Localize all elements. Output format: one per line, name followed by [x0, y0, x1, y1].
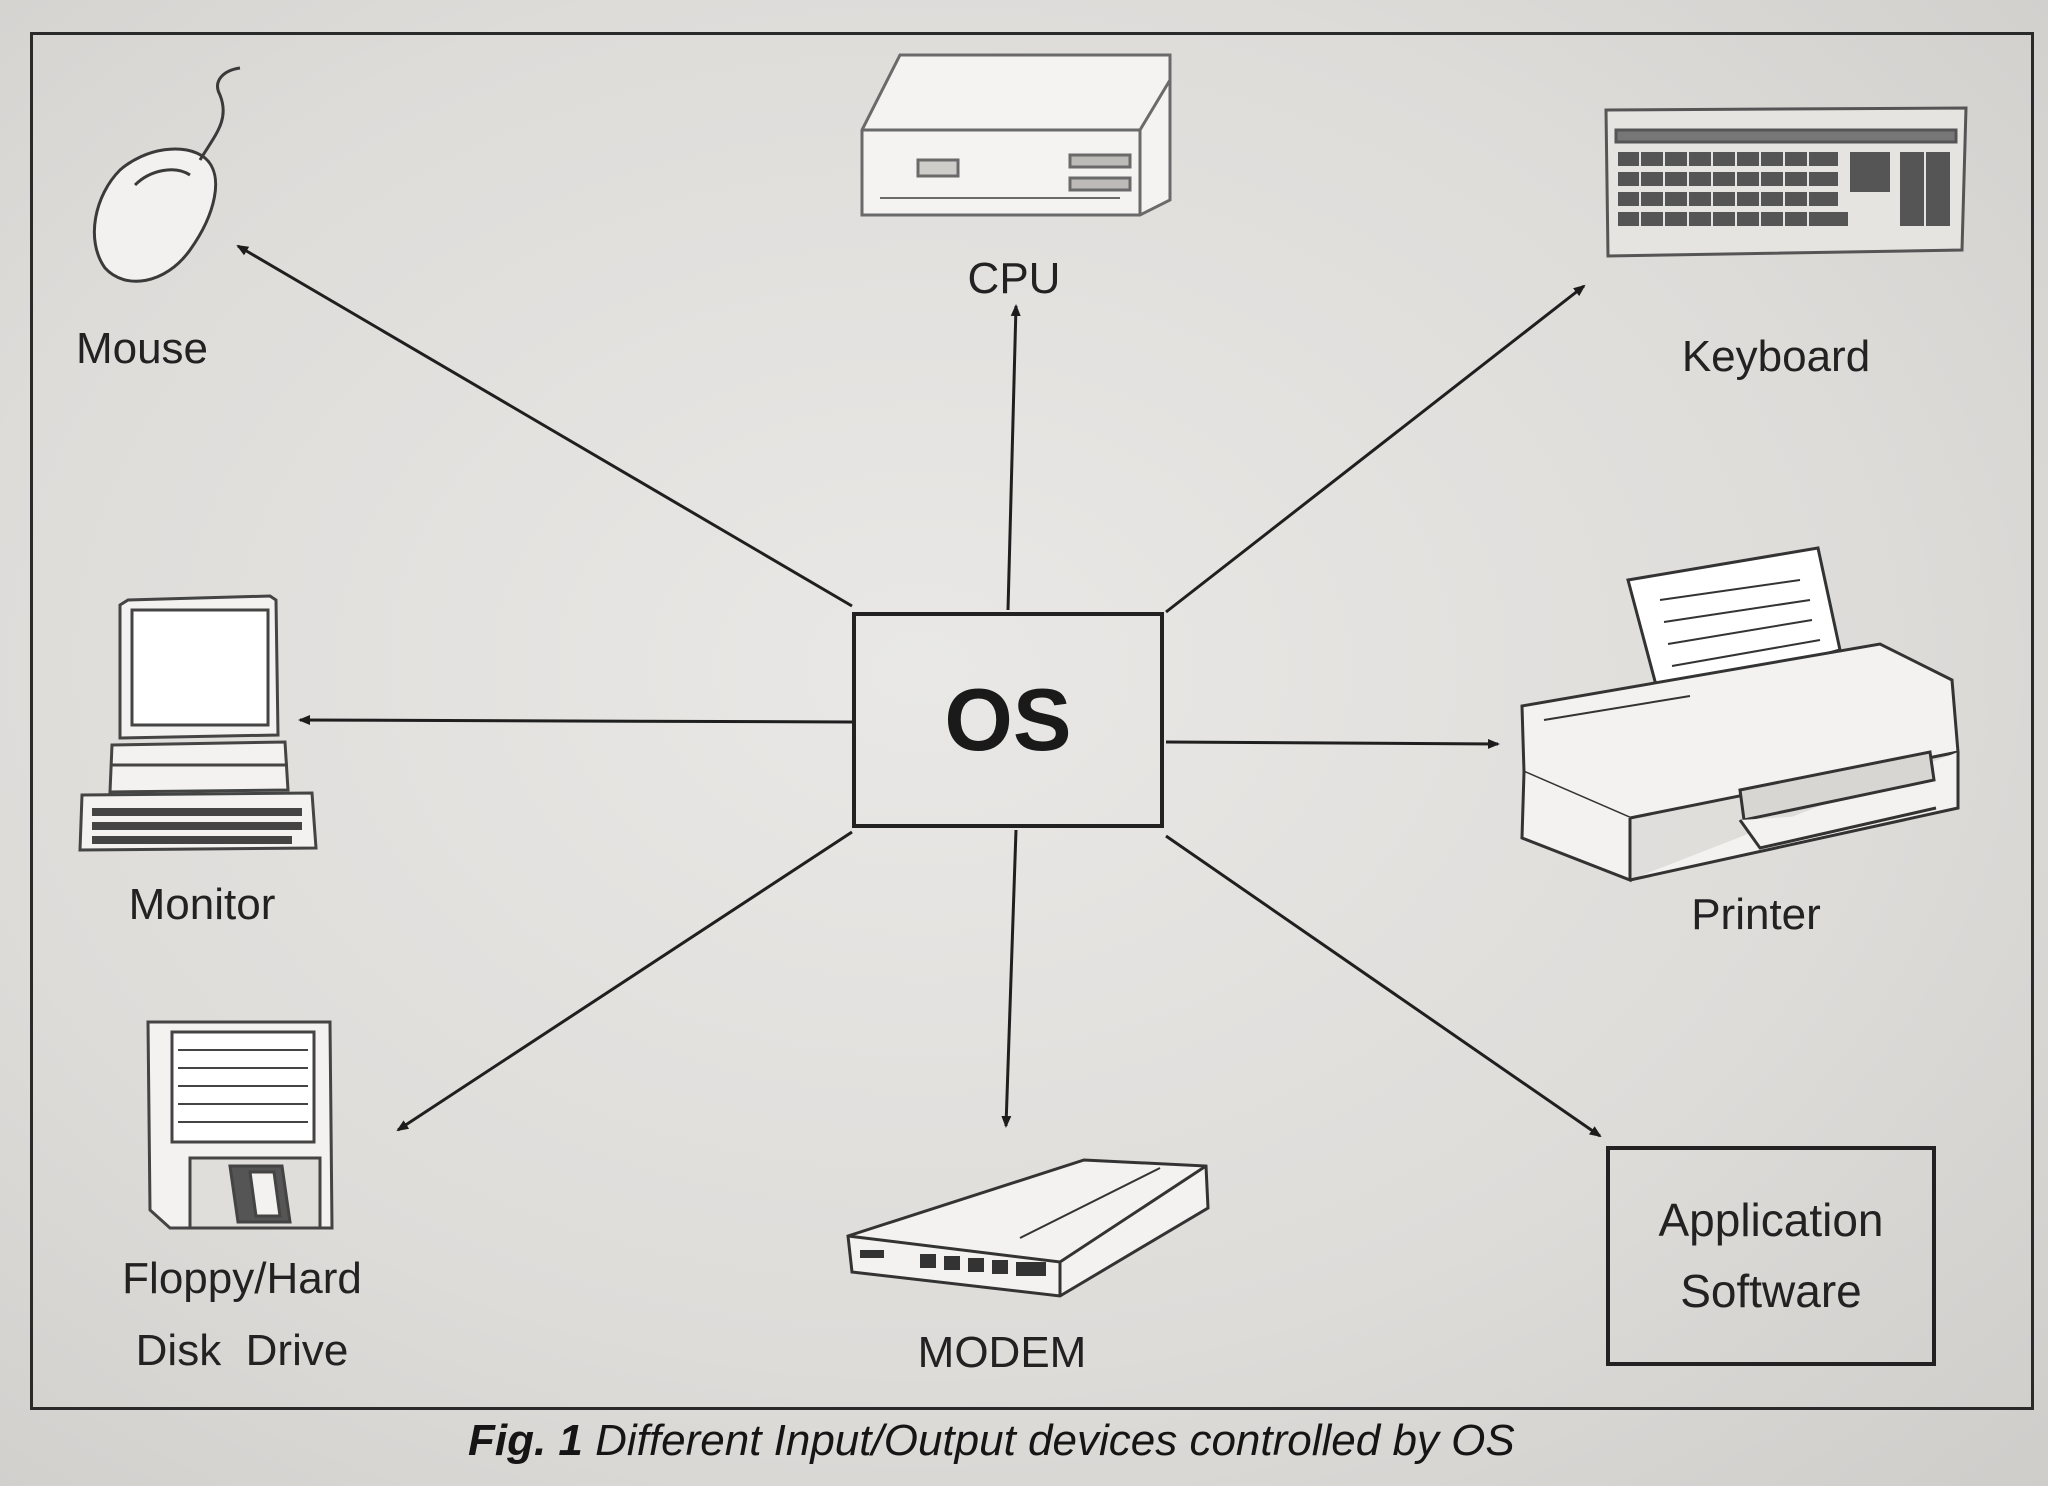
arrow-to-printer	[1165, 738, 1500, 749]
floppy-disk-icon	[146, 1020, 334, 1230]
caption-prefix: Fig. 1	[468, 1416, 583, 1465]
os-label: OS	[944, 670, 1072, 769]
monitor-label: Monitor	[128, 880, 276, 929]
modem-icon	[846, 1158, 1210, 1298]
monitor-icon	[78, 594, 318, 852]
figure-caption: Fig. 1 Different Input/Output devices co…	[468, 1416, 1515, 1466]
os-box: OS	[852, 612, 1164, 828]
keyboard-icon	[1604, 106, 1968, 258]
keyboard-label: Keyboard	[1681, 332, 1871, 381]
mouse-icon	[92, 66, 241, 283]
cpu-label: CPU	[967, 254, 1061, 303]
arrow-to-keyboard	[1165, 284, 1586, 614]
disk-label-line1: Floppy/Hard	[122, 1254, 362, 1303]
cpu-icon	[860, 53, 1172, 217]
arrow-to-mouse	[236, 244, 853, 608]
diagram-frame	[30, 32, 2034, 1410]
arrow-to-monitor	[298, 715, 853, 726]
arrow-to-application	[1165, 834, 1602, 1138]
modem-label: MODEM	[917, 1328, 1087, 1377]
mouse-label: Mouse	[75, 324, 209, 373]
caption-text: Different Input/Output devices controlle…	[582, 1416, 1515, 1465]
printer-icon	[1520, 546, 1960, 883]
arrow-to-disk	[396, 830, 853, 1132]
application-label-line1: Application	[1658, 1193, 1884, 1246]
application-label-line2: Software	[1680, 1265, 1862, 1317]
printer-label: Printer	[1691, 890, 1821, 939]
disk-label-line2: Disk Drive	[135, 1326, 349, 1375]
arrow-to-modem	[1001, 829, 1018, 1128]
arrow-to-cpu	[1006, 304, 1021, 611]
application-software-box: Application Software	[1606, 1146, 1936, 1366]
